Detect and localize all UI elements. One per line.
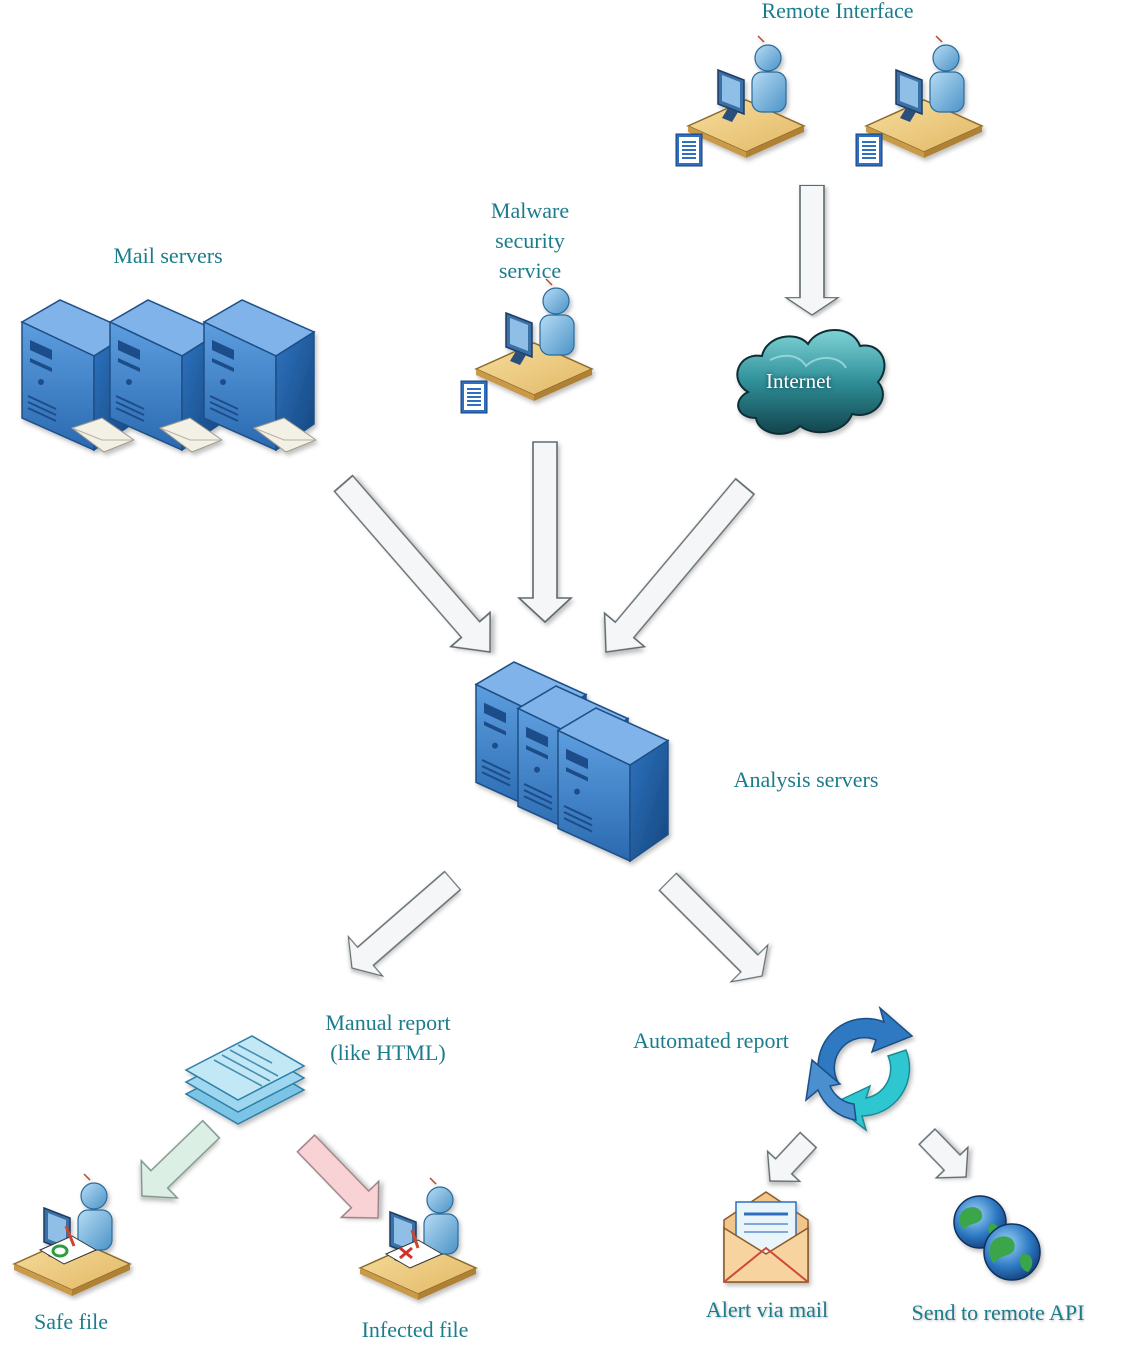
server-icon <box>556 706 670 863</box>
arrow-analysis-to-manual <box>334 860 471 989</box>
malware-service-label: Malware security service <box>460 196 600 286</box>
document-icon <box>460 380 488 414</box>
arrow-malware-to-analysis <box>518 441 572 623</box>
alert-mail-label: Alert via mail <box>705 1297 829 1322</box>
malware-service-label-line: security <box>495 228 565 253</box>
workstation-icon <box>687 35 805 159</box>
malware-service-label-line: service <box>498 258 562 283</box>
arrow-internet-to-analysis <box>585 469 766 670</box>
arrow-automated-to-api <box>910 1120 983 1193</box>
malware-service-node <box>460 278 593 414</box>
internet-label: Internet <box>766 369 832 393</box>
safe-check-icon <box>38 1225 98 1265</box>
analysis-servers-label: Analysis servers <box>733 767 879 792</box>
arrow-automated-to-alert <box>753 1124 825 1197</box>
arrow-mail-to-analysis <box>323 465 511 670</box>
safe-file-label: Safe file <box>34 1309 108 1334</box>
remote-api-label: Send to remote API <box>911 1300 1085 1325</box>
internet-cloud-icon <box>736 329 886 435</box>
infected-x-icon <box>384 1229 444 1269</box>
arrow-manual-to-safe <box>123 1109 230 1216</box>
report-stack-icon <box>184 1035 306 1125</box>
remote-interface-node <box>675 35 983 167</box>
manual-report-label-line: Manual report <box>325 1010 451 1035</box>
safe-file-node <box>13 1173 131 1297</box>
document-icon <box>675 133 703 167</box>
analysis-servers-node <box>474 660 670 863</box>
workstation-icon <box>13 1173 131 1297</box>
workstation-icon <box>865 35 983 159</box>
mail-servers-label: Mail servers <box>113 243 223 268</box>
arrow-manual-to-infected <box>286 1124 398 1237</box>
globe-icon <box>983 1223 1041 1281</box>
manual-report-label: Manual report (like HTML) <box>300 1008 476 1068</box>
remote-interface-label: Remote Interface <box>761 0 914 23</box>
refresh-cycle-icon <box>804 1005 914 1132</box>
manual-report-label-line: (like HTML) <box>330 1040 446 1065</box>
malware-service-label-line: Malware <box>490 198 570 223</box>
open-envelope-icon <box>723 1191 809 1283</box>
workstation-icon <box>475 278 593 402</box>
automated-report-label: Automated report <box>633 1028 789 1053</box>
arrow-analysis-to-automated <box>648 862 782 996</box>
infected-file-label: Infected file <box>361 1317 469 1342</box>
arrow-remote-to-internet <box>785 184 839 316</box>
infected-file-node <box>359 1177 477 1301</box>
document-icon <box>855 133 883 167</box>
mail-servers-node <box>21 299 317 453</box>
